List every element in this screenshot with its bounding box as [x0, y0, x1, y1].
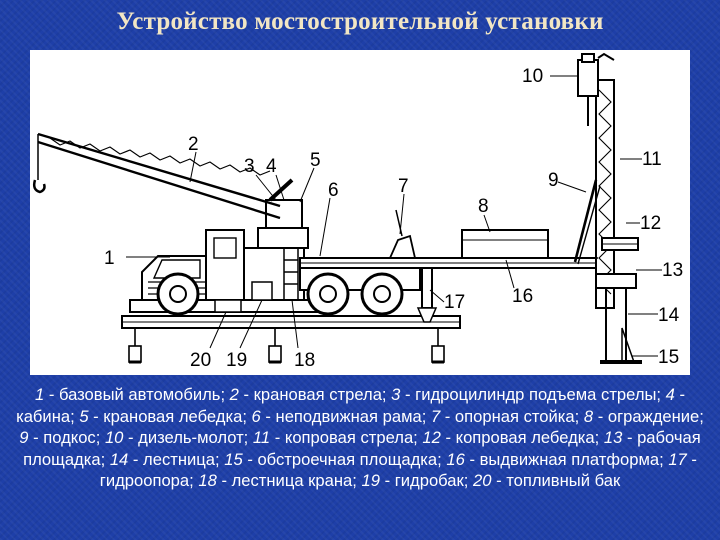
ground-platform [121, 315, 461, 364]
legend-text-10: - дизель-молот; [123, 428, 253, 447]
legend-text-11: - копровая стрела; [270, 428, 423, 447]
legend-num-2: 2 [229, 385, 239, 404]
legend-num-19: 19 [361, 471, 380, 490]
legend-num-9: 9 [19, 428, 29, 447]
label-5: 5 [310, 150, 321, 171]
legend-text-18: - лестница крана; [216, 471, 362, 490]
slide-title: Устройство мостостроительной установки [116, 8, 604, 35]
wheels [156, 272, 404, 316]
legend-text-19: - гидробак; [379, 471, 474, 490]
label-14: 14 [658, 305, 680, 326]
label-12: 12 [640, 213, 661, 234]
legend-text-1: - базовый автомобиль; [44, 385, 230, 404]
legend-text-6: - неподвижная рама; [260, 406, 431, 426]
diagram-panel: 1 2 3 4 5 6 7 8 9 10 11 12 13 14 15 16 1… [30, 50, 690, 375]
legend-text-14: - лестница; [128, 449, 225, 469]
legend-num-1: 1 [34, 385, 45, 404]
legend-text-4: - кабина; [16, 385, 686, 426]
legend-text-5: - крановая лебедка; [88, 406, 252, 426]
legend-num-15: 15 [224, 449, 243, 469]
legend-text-13: - рабочая площадка; [23, 428, 701, 469]
legend-num-18: 18 [198, 471, 217, 490]
legend-num-13: 13 [603, 428, 623, 447]
legend-text-12: - копровая лебедка; [440, 428, 604, 447]
legend-num-4: 4 [665, 385, 675, 404]
legend-num-16: 16 [446, 449, 465, 469]
legend-num-7: 7 [430, 406, 441, 426]
legend-num-3: 3 [391, 385, 401, 404]
rear-equipment [300, 209, 600, 323]
label-16: 16 [512, 286, 533, 307]
label-3: 3 [244, 156, 255, 177]
legend-num-8: 8 [583, 406, 594, 426]
labels: 1 2 3 4 5 6 7 8 9 10 11 12 13 14 15 16 1… [104, 66, 683, 371]
label-8: 8 [478, 196, 489, 217]
legend-num-20: 20 [473, 471, 492, 490]
callout-lines [126, 75, 662, 357]
legend-num-14: 14 [109, 449, 129, 469]
machine-drawing: 1 2 3 4 5 6 7 8 9 10 11 12 13 14 15 16 1… [32, 52, 683, 371]
legend-caption: 1 - базовый автомобиль; 2 - крановая стр… [14, 384, 706, 492]
legend-text-16: - выдвижная платформа; [464, 449, 669, 469]
legend-text-2: - крановая стрела; [238, 385, 392, 404]
legend-text-15: - обстроечная площадка; [242, 449, 447, 469]
legend-num-12: 12 [422, 428, 441, 447]
label-18: 18 [294, 350, 315, 371]
legend-text-8: - ограждение; [593, 406, 704, 426]
label-6: 6 [328, 180, 339, 201]
legend-num-6: 6 [251, 406, 261, 426]
label-1: 1 [104, 248, 115, 269]
label-2: 2 [188, 134, 199, 155]
label-17: 17 [444, 292, 465, 313]
label-19: 19 [226, 350, 247, 371]
label-9: 9 [548, 170, 559, 191]
legend-num-5: 5 [79, 406, 89, 426]
legend-text-17: - гидроопора; [99, 449, 697, 491]
label-13: 13 [662, 260, 683, 281]
legend-num-11: 11 [252, 428, 271, 447]
label-4: 4 [266, 156, 277, 177]
crane-boom [32, 132, 309, 249]
label-11: 11 [642, 149, 662, 170]
legend-text-20: - топливный бак [491, 471, 621, 490]
label-20: 20 [190, 350, 211, 371]
label-15: 15 [658, 347, 679, 368]
legend-num-17: 17 [668, 449, 687, 469]
legend-text-7: - опорная стойка; [440, 406, 584, 426]
label-7: 7 [398, 176, 409, 197]
legend-text-3: - гидроцилиндр подъема стрелы; [400, 385, 666, 404]
legend-text-9: - подкос; [28, 428, 105, 447]
pile-driver-mast [573, 52, 642, 364]
label-10: 10 [522, 66, 543, 87]
legend-num-10: 10 [104, 428, 124, 447]
